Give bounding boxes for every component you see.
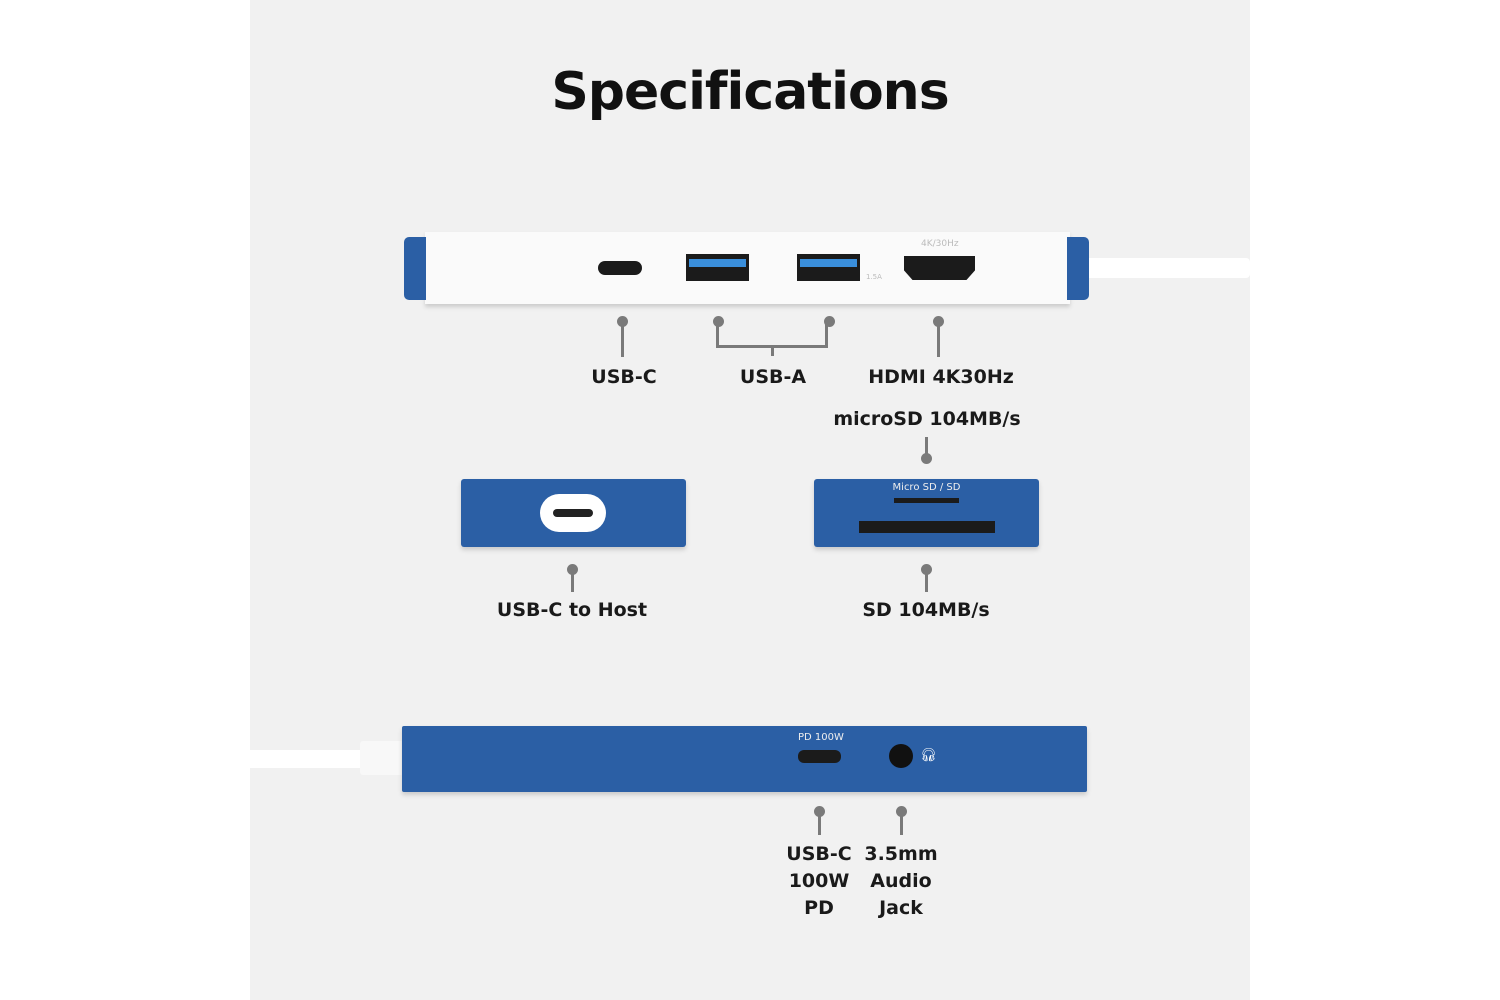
cable bbox=[1085, 258, 1250, 278]
callout-dot bbox=[824, 316, 835, 327]
cable bbox=[250, 750, 370, 768]
audio-jack bbox=[889, 744, 913, 768]
label-line: 3.5mm bbox=[864, 843, 938, 865]
callout-bracket bbox=[716, 320, 828, 348]
label-line: PD bbox=[804, 897, 834, 919]
usb-a-marking: 1.5A bbox=[866, 273, 882, 281]
label-microsd: microSD 104MB/s bbox=[833, 408, 1021, 430]
label-line: Jack bbox=[879, 897, 923, 919]
usb-c-port bbox=[598, 261, 642, 275]
label-usb-a: USB-A bbox=[739, 366, 807, 388]
callout-line bbox=[621, 320, 624, 357]
sd-slot bbox=[859, 521, 995, 533]
callout-line bbox=[925, 437, 928, 457]
headphone-icon: 🎧︎ bbox=[920, 748, 937, 763]
hub-end-card-reader: Micro SD / SD bbox=[814, 479, 1039, 547]
usb-a-port-2 bbox=[797, 254, 860, 281]
label-audio-jack: 3.5mm Audio Jack bbox=[864, 841, 937, 922]
callout-line bbox=[925, 568, 928, 592]
label-usb-c-pd: USB-C 100W PD bbox=[786, 841, 851, 922]
background-panel bbox=[250, 0, 1250, 1000]
label-line: USB-C bbox=[786, 843, 852, 865]
callout-line bbox=[818, 810, 821, 835]
microsd-slot bbox=[894, 498, 959, 503]
page-title: Specifications bbox=[551, 62, 949, 122]
callout-line bbox=[937, 320, 940, 357]
hdmi-port bbox=[904, 256, 975, 280]
label-usb-c: USB-C bbox=[591, 366, 657, 388]
callout-line bbox=[900, 810, 903, 835]
usb-a-port-1 bbox=[686, 254, 749, 281]
label-hdmi: HDMI 4K30Hz bbox=[868, 366, 1014, 388]
end-cap-left bbox=[404, 237, 426, 300]
usb-c-host-plug bbox=[540, 494, 606, 532]
callout-line bbox=[771, 347, 774, 356]
callout-dot bbox=[921, 453, 932, 464]
hdmi-marking: 4K/30Hz bbox=[921, 239, 959, 249]
hub-side-view: PD 100W 🎧︎ bbox=[402, 726, 1087, 792]
label-usb-c-host: USB-C to Host bbox=[496, 599, 648, 621]
end-cap-right bbox=[1067, 237, 1089, 300]
cable-plug bbox=[360, 741, 405, 775]
usb-c-pd-port bbox=[798, 750, 841, 763]
pd-marking: PD 100W bbox=[798, 732, 844, 743]
hub-end-host bbox=[461, 479, 686, 547]
card-marking: Micro SD / SD bbox=[892, 482, 961, 493]
label-sd: SD 104MB/s bbox=[862, 599, 990, 621]
label-line: 100W bbox=[788, 870, 850, 892]
label-line: Audio bbox=[870, 870, 932, 892]
callout-line bbox=[571, 568, 574, 592]
